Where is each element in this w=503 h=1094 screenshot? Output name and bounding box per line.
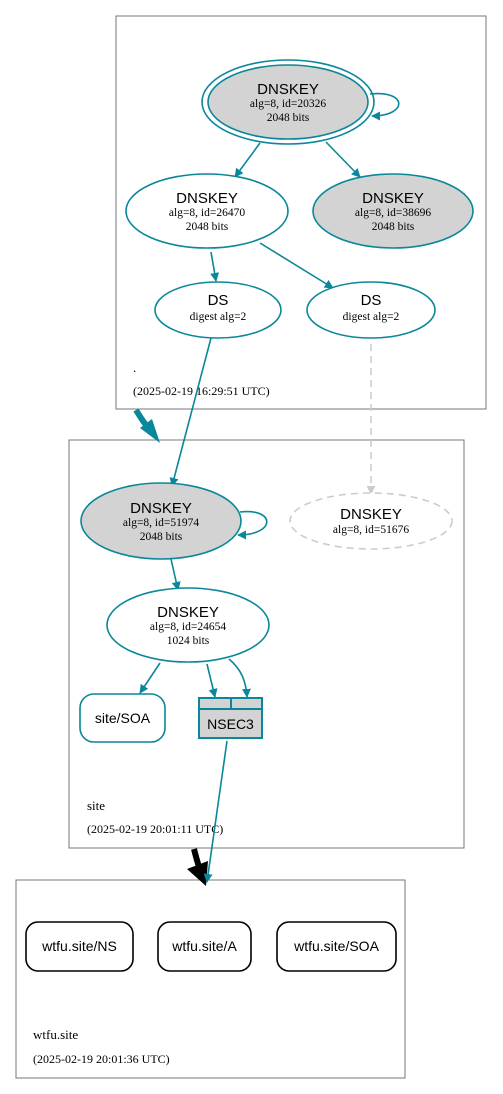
zone-root-box	[115, 15, 487, 410]
node-site-zsk-title: DNSKEY	[157, 604, 219, 621]
node-wtfu-soa-label: wtfu.site/SOA	[293, 938, 379, 954]
node-root-zsk-38696-title: DNSKEY	[362, 190, 424, 207]
edge-nsec3-wtfu	[203, 740, 228, 883]
edge-site-ksk-zsk	[170, 558, 181, 591]
node-root-ds-1-line1: digest alg=2	[190, 311, 247, 323]
node-site-soa[interactable]: site/SOA	[79, 693, 166, 743]
node-root-ksk-title: DNSKEY	[257, 81, 319, 98]
edge-site-zsk-soa	[139, 662, 161, 694]
edge-root-ksk-zsk2	[325, 141, 361, 178]
node-site-zsk-line1: alg=8, id=24654	[150, 621, 226, 633]
node-wtfu-soa[interactable]: wtfu.site/SOA	[276, 921, 397, 972]
node-root-zsk-26470-title: DNSKEY	[176, 190, 238, 207]
node-root-zsk-38696[interactable]: DNSKEY alg=8, id=38696 2048 bits	[312, 173, 474, 249]
delegation-root-to-site	[133, 408, 160, 443]
node-root-ksk-line2: 2048 bits	[267, 112, 310, 124]
zone-root-timestamp: (2025-02-19 16:29:51 UTC)	[133, 384, 270, 398]
node-root-ksk[interactable]: DNSKEY alg=8, id=20326 2048 bits	[201, 59, 375, 145]
edge-site-zsk-nsec3-a	[206, 663, 218, 698]
edge-root-zsk1-ds1	[210, 251, 220, 282]
node-root-ksk-line1: alg=8, id=20326	[250, 98, 326, 110]
node-root-ds-2-line1: digest alg=2	[343, 311, 400, 323]
node-root-ds-2[interactable]: DS digest alg=2	[306, 281, 436, 339]
node-site-zsk[interactable]: DNSKEY alg=8, id=24654 1024 bits	[106, 587, 270, 663]
node-site-missing-key-line1: alg=8, id=51676	[333, 524, 409, 536]
zone-site-box	[68, 439, 465, 849]
zone-root: . (2025-02-19 16:29:51 UTC)	[115, 15, 487, 410]
node-wtfu-a-label: wtfu.site/A	[171, 938, 237, 954]
zone-wtfu-name: wtfu.site	[33, 1027, 78, 1042]
edges	[139, 92, 400, 883]
node-site-ksk-line1: alg=8, id=51974	[123, 517, 199, 529]
node-root-ds-1[interactable]: DS digest alg=2	[154, 281, 282, 339]
node-root-zsk-38696-line1: alg=8, id=38696	[355, 207, 431, 219]
node-wtfu-ns-label: wtfu.site/NS	[41, 938, 117, 954]
zone-wtfu: wtfu.site (2025-02-19 20:01:36 UTC)	[15, 879, 406, 1079]
zone-site-timestamp: (2025-02-19 20:01:11 UTC)	[87, 822, 223, 836]
zone-site: site (2025-02-19 20:01:11 UTC)	[68, 439, 465, 849]
node-root-zsk-26470-line1: alg=8, id=26470	[169, 207, 245, 219]
node-site-soa-label: site/SOA	[95, 710, 151, 726]
node-root-zsk-26470-line2: 2048 bits	[186, 221, 229, 233]
edge-root-zsk1-ds2	[259, 242, 334, 289]
zone-site-name: site	[87, 798, 105, 813]
zone-wtfu-timestamp: (2025-02-19 20:01:36 UTC)	[33, 1052, 170, 1066]
node-site-ksk-line2: 2048 bits	[140, 531, 183, 543]
node-site-zsk-line2: 1024 bits	[167, 635, 210, 647]
delegation-site-to-wtfu	[187, 848, 208, 886]
edge-root-ksk-zsk1	[234, 142, 261, 178]
edge-site-ksk-self	[237, 510, 268, 540]
edge-ds1-site-ksk	[169, 337, 212, 487]
node-site-nsec3[interactable]: NSEC3	[198, 697, 263, 739]
node-wtfu-a[interactable]: wtfu.site/A	[157, 921, 252, 972]
edge-site-zsk-nsec3-b	[228, 658, 251, 698]
zone-root-name: .	[133, 360, 136, 375]
node-wtfu-ns[interactable]: wtfu.site/NS	[25, 921, 134, 972]
node-root-zsk-38696-line2: 2048 bits	[372, 221, 415, 233]
node-site-missing-key[interactable]: DNSKEY alg=8, id=51676	[289, 492, 453, 550]
node-root-ds-1-title: DS	[208, 292, 229, 309]
node-site-nsec3-label: NSEC3	[207, 716, 254, 732]
node-root-zsk-26470[interactable]: DNSKEY alg=8, id=26470 2048 bits	[125, 173, 289, 249]
node-root-ds-2-title: DS	[361, 292, 382, 309]
zone-wtfu-box	[15, 879, 406, 1079]
node-site-missing-key-title: DNSKEY	[340, 506, 402, 523]
node-site-ksk[interactable]: DNSKEY alg=8, id=51974 2048 bits	[80, 482, 242, 560]
node-site-ksk-title: DNSKEY	[130, 500, 192, 517]
edge-root-ksk-self	[369, 92, 400, 121]
